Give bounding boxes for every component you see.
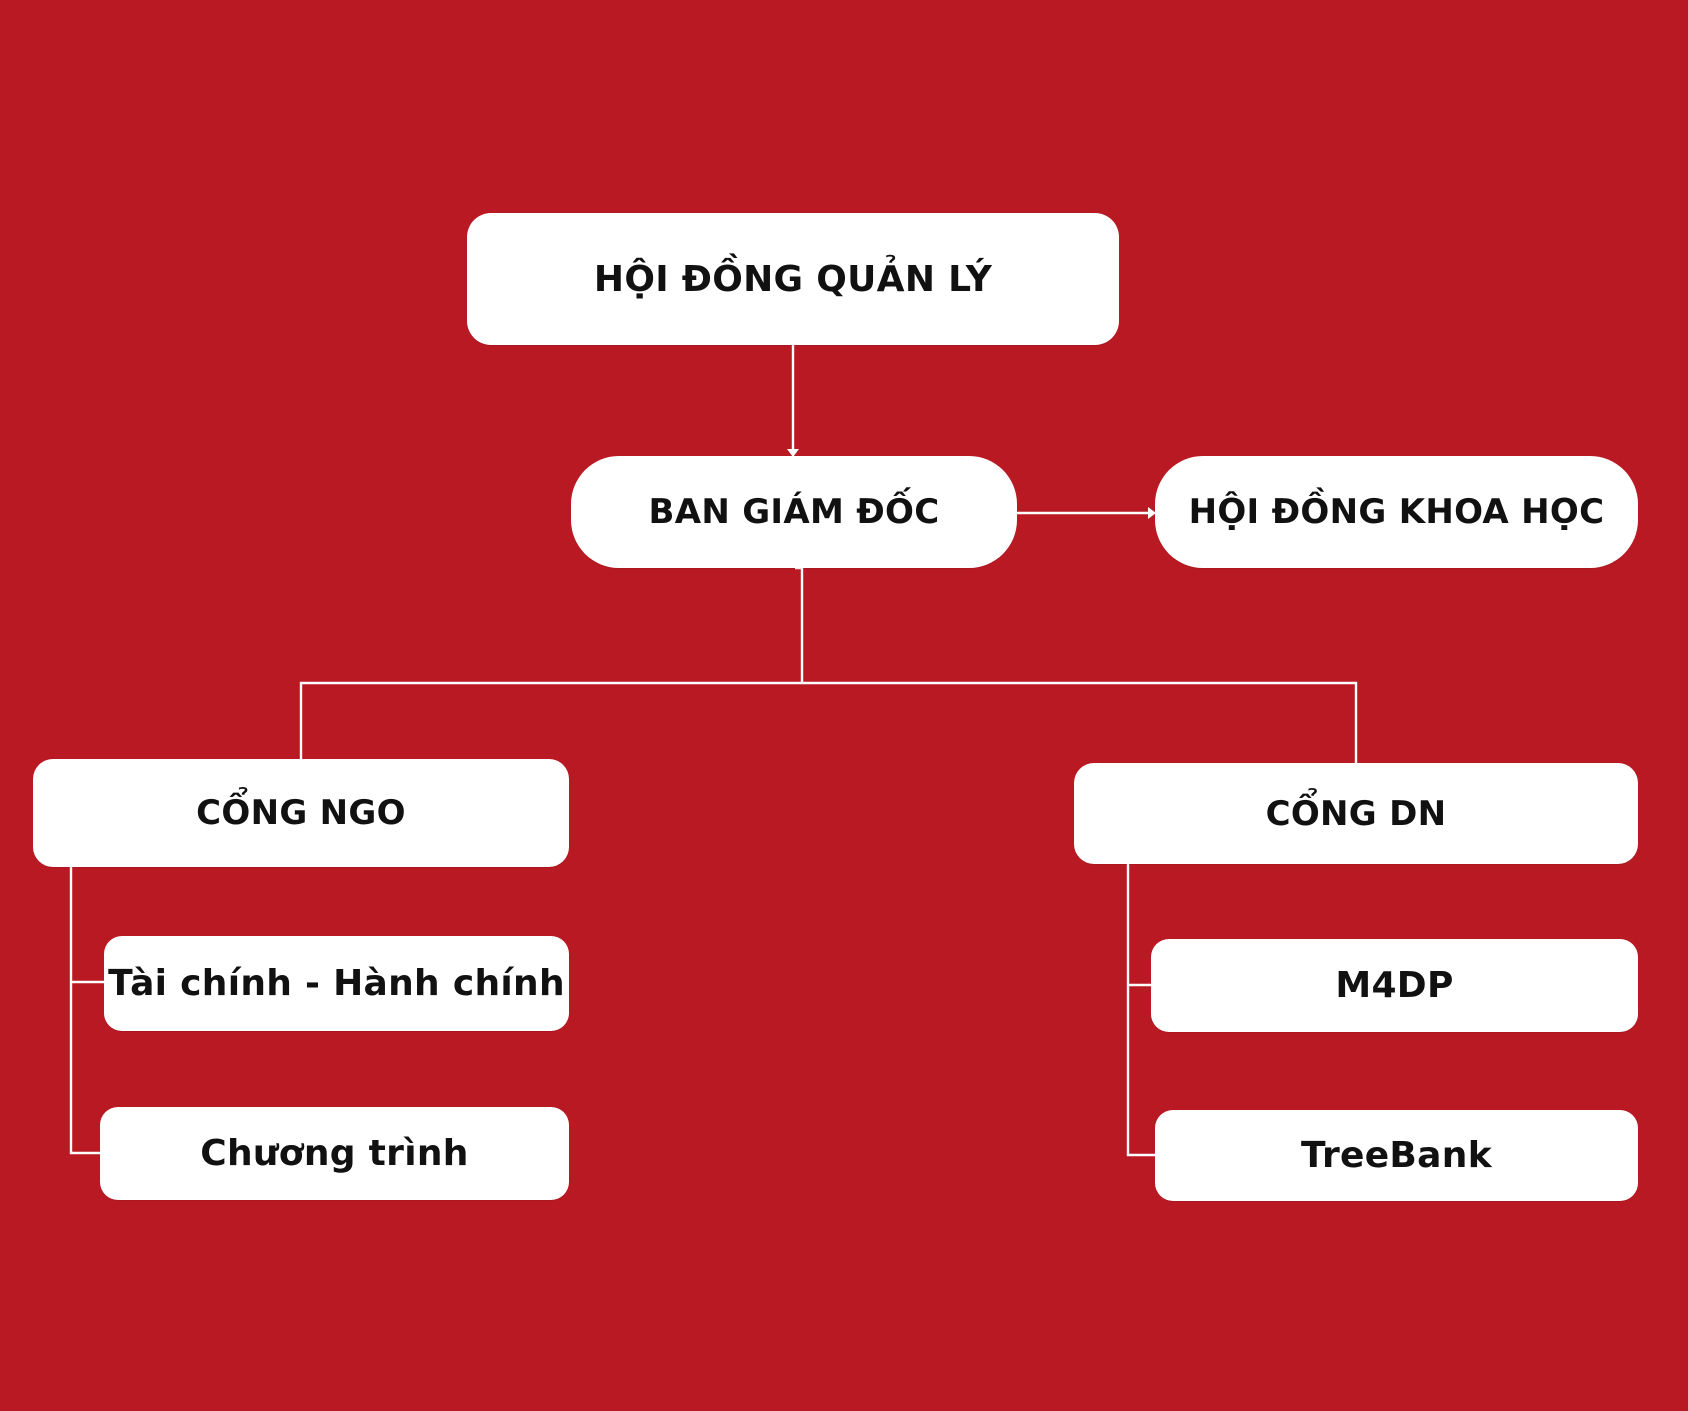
node-m4dp: M4DP <box>1151 939 1638 1032</box>
node-label: Chương trình <box>200 1133 469 1174</box>
node-label: BAN GIÁM ĐỐC <box>648 492 940 532</box>
node-cong-ngo: CỔNG NGO <box>33 759 569 867</box>
node-ban-giam-doc: BAN GIÁM ĐỐC <box>571 456 1017 568</box>
node-label: HỘI ĐỒNG QUẢN LÝ <box>593 258 993 300</box>
node-label: HỘI ĐỒNG KHOA HỌC <box>1188 492 1605 532</box>
node-treebank: TreeBank <box>1155 1110 1638 1201</box>
edge-branch-dn <box>802 681 1358 763</box>
node-chuong-trinh: Chương trình <box>100 1107 569 1200</box>
node-label: CỔNG DN <box>1265 793 1447 834</box>
node-hoi-dong-quan-ly: HỘI ĐỒNG QUẢN LÝ <box>467 213 1119 345</box>
node-label: CỔNG NGO <box>196 793 406 833</box>
edge-branch-ngo <box>299 681 802 759</box>
node-label: M4DP <box>1335 965 1454 1006</box>
edge-dn-children <box>1126 864 1155 1157</box>
node-label: TreeBank <box>1301 1135 1492 1176</box>
edge-ngo-children <box>69 867 100 1155</box>
edge-bgd-trunk <box>795 566 804 683</box>
node-label: Tài chính - Hành chính <box>108 963 565 1004</box>
node-tai-chinh-hanh-chinh: Tài chính - Hành chính <box>104 936 569 1031</box>
node-cong-dn: CỔNG DN <box>1074 763 1638 864</box>
node-hoi-dong-khoa-hoc: HỘI ĐỒNG KHOA HỌC <box>1155 456 1638 568</box>
arrowhead-down-icon <box>787 449 799 457</box>
arrowhead-right-icon <box>1148 507 1156 519</box>
